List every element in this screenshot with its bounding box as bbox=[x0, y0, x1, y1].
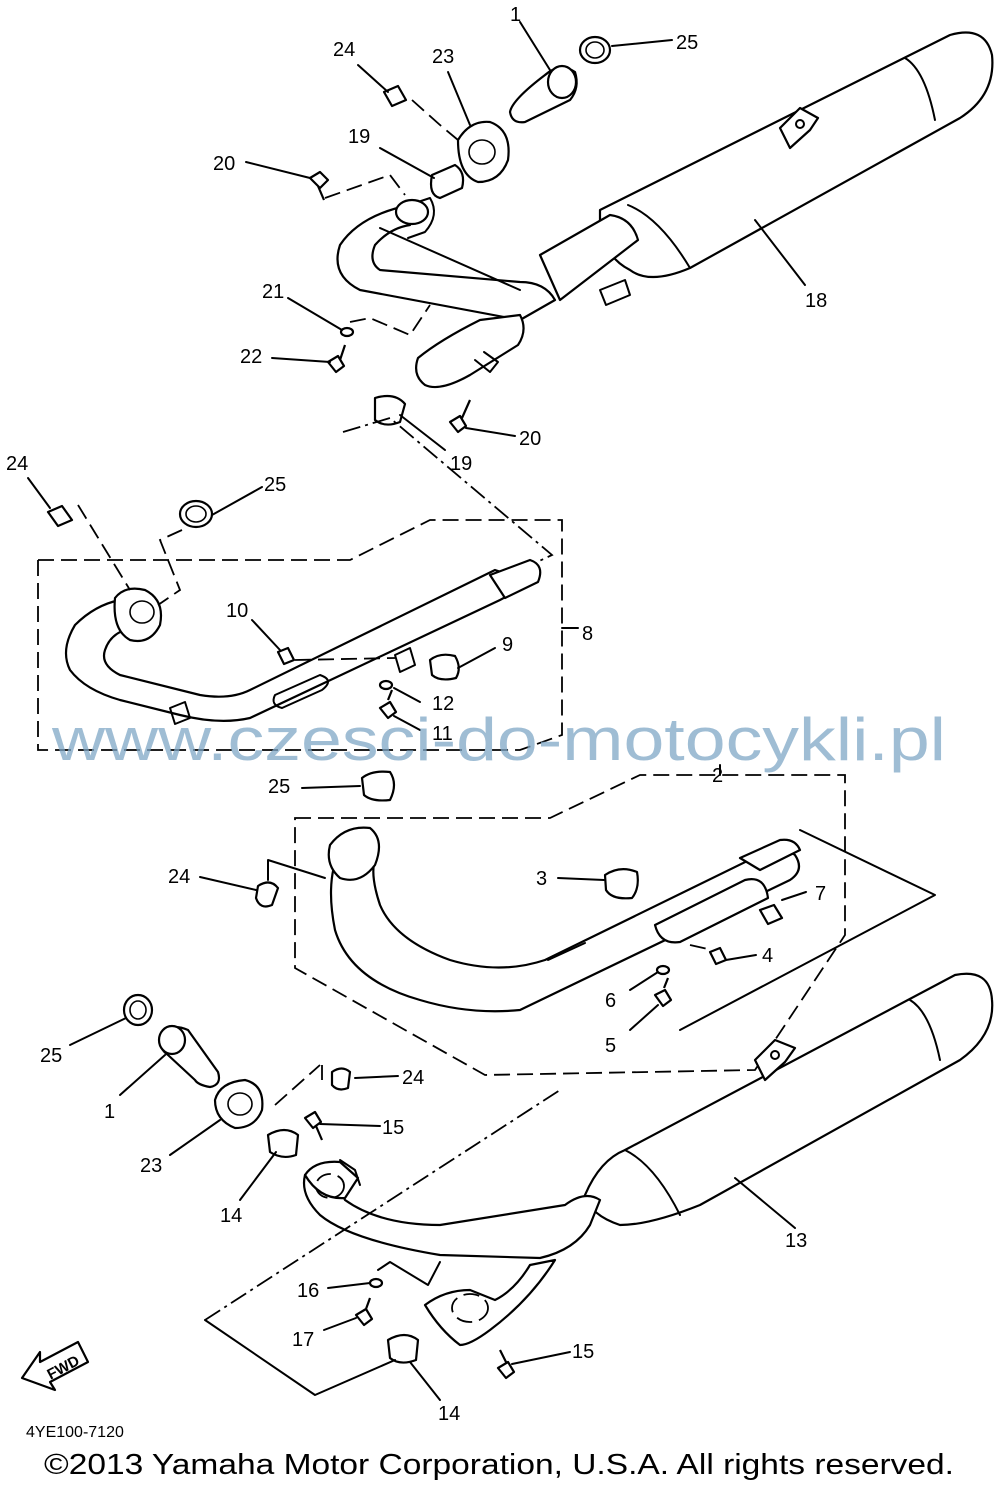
joint-pipe-1-top bbox=[508, 64, 578, 124]
diagram-code: 4YE100-7120 bbox=[26, 1424, 124, 1441]
label-part-25-mid: 25 bbox=[268, 776, 290, 798]
bolt-15-lower bbox=[496, 1349, 516, 1380]
label-part-2: 2 bbox=[712, 765, 723, 787]
label-part-18: 18 bbox=[805, 290, 827, 312]
label-part-8: 8 bbox=[582, 623, 593, 645]
flange-23-bottom bbox=[213, 1078, 264, 1130]
label-part-1-bottom: 1 bbox=[104, 1101, 115, 1123]
flange-in-8 bbox=[113, 587, 163, 643]
washer-16 bbox=[368, 1277, 384, 1289]
nut-24-top bbox=[382, 84, 408, 108]
label-part-14-upper: 14 bbox=[220, 1205, 242, 1227]
copyright-notice: ©2013 Yamaha Motor Corporation, U.S.A. A… bbox=[44, 1449, 954, 1481]
gasket-9 bbox=[428, 653, 460, 681]
label-part-19-top: 19 bbox=[348, 126, 370, 148]
fwd-arrow-icon: FWD bbox=[20, 1340, 90, 1392]
flange-23-top bbox=[456, 120, 510, 184]
label-part-3: 3 bbox=[536, 868, 547, 890]
label-part-12: 12 bbox=[432, 693, 454, 715]
gasket-19-top bbox=[429, 163, 465, 200]
gasket-3 bbox=[603, 868, 639, 900]
gasket-14-lower bbox=[386, 1333, 420, 1364]
label-part-23-top: 23 bbox=[432, 46, 454, 68]
label-part-14-lower: 14 bbox=[438, 1403, 460, 1425]
joint-pipe-1-bottom bbox=[157, 1024, 221, 1089]
bolt-10 bbox=[276, 646, 296, 666]
label-leaders bbox=[27, 21, 807, 1401]
exhaust-pipe-upper bbox=[336, 197, 557, 389]
nut-7 bbox=[758, 903, 784, 926]
exhaust-pipe-2 bbox=[329, 838, 802, 1013]
bolt-11 bbox=[378, 689, 398, 720]
label-part-6: 6 bbox=[605, 990, 616, 1012]
label-part-24-top: 24 bbox=[333, 39, 355, 61]
bolt-20-mid bbox=[448, 399, 472, 434]
pipe-end-in-8 bbox=[129, 600, 155, 624]
label-part-23-bottom: 23 bbox=[140, 1155, 162, 1177]
label-part-25-left: 25 bbox=[264, 474, 286, 496]
label-part-20-top: 20 bbox=[213, 153, 235, 175]
label-part-13: 13 bbox=[785, 1230, 807, 1252]
gasket-25-bottom bbox=[122, 993, 154, 1027]
label-part-5: 5 bbox=[605, 1035, 616, 1057]
label-part-15-lower: 15 bbox=[572, 1341, 594, 1363]
nut-24-mid bbox=[254, 881, 280, 908]
label-part-16: 16 bbox=[297, 1280, 319, 1302]
washer-12 bbox=[378, 679, 394, 691]
label-part-10: 10 bbox=[226, 600, 248, 622]
gasket-25-left bbox=[178, 499, 214, 529]
label-part-25-bottom: 25 bbox=[40, 1045, 62, 1067]
nut-24-left bbox=[46, 504, 74, 528]
label-part-19-mid: 19 bbox=[450, 453, 472, 475]
flange-in-2 bbox=[327, 826, 381, 881]
exhaust-pipe-8 bbox=[64, 558, 542, 725]
bolt-17 bbox=[354, 1297, 374, 1327]
label-part-1-top: 1 bbox=[510, 4, 521, 26]
rear-muffler-13 bbox=[583, 972, 994, 1227]
label-part-24-mid: 24 bbox=[168, 866, 190, 888]
label-part-25-top: 25 bbox=[676, 32, 698, 54]
label-part-20-mid: 20 bbox=[519, 428, 541, 450]
bolt-4 bbox=[708, 946, 728, 966]
washer-6 bbox=[655, 964, 671, 976]
gasket-14-upper bbox=[266, 1128, 300, 1159]
label-part-4: 4 bbox=[762, 945, 773, 967]
label-part-24-left: 24 bbox=[6, 453, 28, 475]
label-part-22: 22 bbox=[240, 346, 262, 368]
label-part-11: 11 bbox=[432, 723, 453, 745]
label-part-9: 9 bbox=[502, 634, 513, 656]
gasket-19-mid bbox=[373, 394, 407, 426]
label-part-24-bottom: 24 bbox=[402, 1067, 424, 1089]
exhaust-pipe-lower bbox=[302, 1159, 602, 1347]
rear-muffler-18 bbox=[538, 31, 994, 306]
label-part-17: 17 bbox=[292, 1329, 314, 1351]
label-part-7: 7 bbox=[815, 883, 826, 905]
gasket-25-mid bbox=[360, 770, 396, 802]
label-part-15-upper: 15 bbox=[382, 1117, 404, 1139]
label-part-21: 21 bbox=[262, 281, 284, 303]
bolt-22 bbox=[326, 344, 347, 374]
watermark-url: www.czesci-do-motocykli.pl bbox=[51, 706, 946, 773]
bolt-5 bbox=[653, 977, 673, 1008]
bolt-20-top bbox=[308, 170, 330, 201]
washer-21 bbox=[339, 326, 355, 338]
gasket-25-top bbox=[578, 35, 612, 65]
bolt-15-upper bbox=[303, 1110, 324, 1141]
nut-24-bottom bbox=[330, 1067, 352, 1091]
